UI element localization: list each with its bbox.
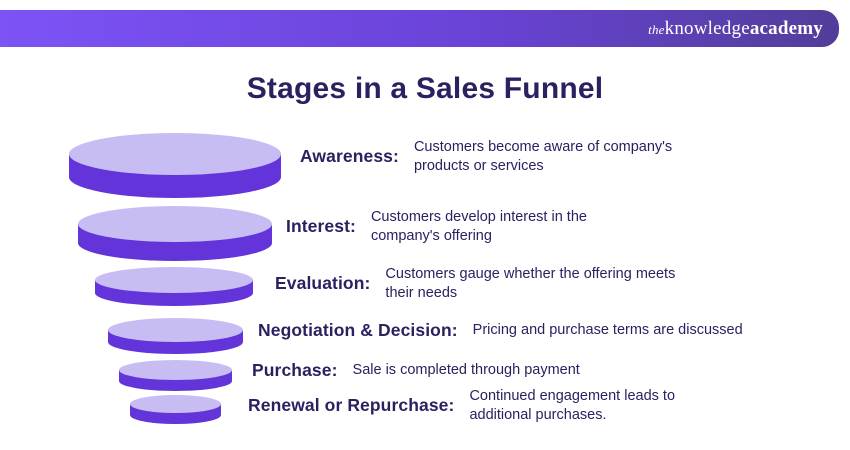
stage-row-renewal: Renewal or Repurchase: Continued engagem… <box>248 387 717 425</box>
funnel-disk-cap <box>78 206 272 242</box>
knowledge-academy-logo: theknowledgeacademy <box>648 18 823 40</box>
stage-label: Renewal or Repurchase: <box>248 395 455 416</box>
stage-row-purchase: Purchase: Sale is completed through paym… <box>252 360 580 381</box>
stage-row-negotiation-decision: Negotiation & Decision: Pricing and purc… <box>258 320 743 341</box>
stage-label: Awareness: <box>300 146 399 167</box>
stage-row-awareness: Awareness: Customers become aware of com… <box>300 138 726 176</box>
stage-label: Interest: <box>286 216 356 237</box>
funnel-disk-cap <box>95 267 253 293</box>
stage-row-interest: Interest: Customers develop interest in … <box>286 208 623 246</box>
logo-word-the: the <box>648 21 665 37</box>
logo-word-knowledge: knowledge <box>664 17 750 39</box>
stage-label: Purchase: <box>252 360 338 380</box>
stage-description: Continued engagement leads to additional… <box>469 388 676 423</box>
funnel-disk-cap <box>69 133 281 175</box>
stage-description: Pricing and purchase terms are discussed <box>472 322 743 339</box>
logo-word-academy: academy <box>749 17 823 39</box>
stage-row-evaluation: Evaluation: Customers gauge whether the … <box>275 265 685 303</box>
stage-label: Negotiation & Decision: <box>258 320 458 340</box>
funnel-disk-cap <box>119 360 232 380</box>
funnel-disk-renewal <box>130 395 221 424</box>
funnel-disk-cap <box>108 318 243 342</box>
funnel-disk-negotiation-decision <box>108 318 243 354</box>
funnel-disk-evaluation <box>95 267 253 306</box>
brand-header-bar: theknowledgeacademy <box>0 10 839 47</box>
stage-description: Customers become aware of company's prod… <box>413 139 673 174</box>
funnel-disk-awareness <box>69 133 281 198</box>
stage-description: Customers gauge whether the offering mee… <box>385 266 676 301</box>
stage-label: Evaluation: <box>275 273 371 294</box>
stage-description: Customers develop interest in the compan… <box>370 209 587 244</box>
funnel-disk-interest <box>78 206 272 261</box>
funnel-disk-cap <box>130 395 221 413</box>
stage-description: Sale is completed through payment <box>352 362 580 379</box>
funnel-disk-purchase <box>119 360 232 391</box>
page-title: Stages in a Sales Funnel <box>246 72 604 105</box>
